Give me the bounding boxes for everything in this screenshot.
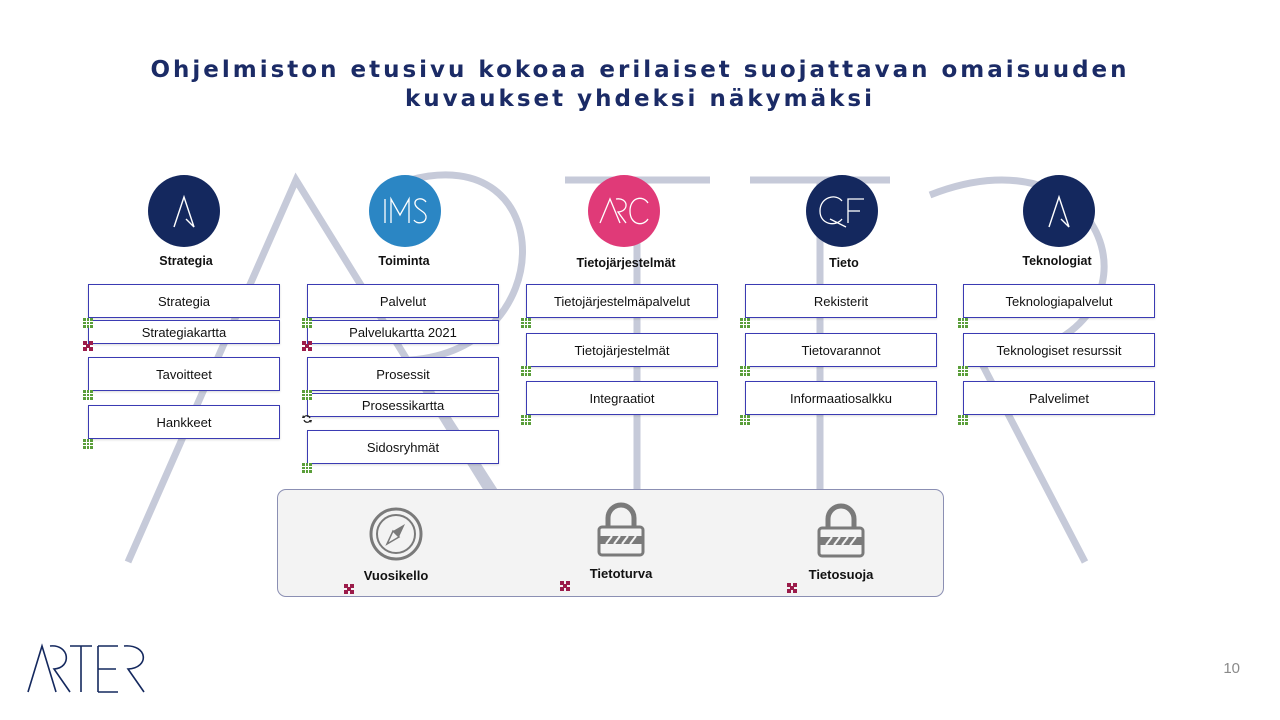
vuosikello-label: Vuosikello [363,568,429,583]
grid-icon[interactable] [83,390,93,400]
card-rekisterit[interactable]: Rekisterit [745,284,937,318]
sync-icon[interactable] [302,414,312,424]
arter-logo [27,643,145,693]
title-line-2: kuvaukset yhdeksi näkymäksi [405,86,875,112]
card-teknologiapalvelut[interactable]: Teknologiapalvelut [963,284,1155,318]
tietoturva-item[interactable]: Tietoturva [578,502,664,581]
grid-icon[interactable] [740,318,750,328]
title-line-1: Ohjelmiston etusivu kokoaa erilaiset suo… [150,57,1130,83]
card-tavoitteet[interactable]: Tavoitteet [88,357,280,391]
card-palvelimet[interactable]: Palvelimet [963,381,1155,415]
a-logo-icon[interactable] [148,175,220,247]
column-title-toiminta: Toiminta [378,254,430,268]
qf-logo-icon[interactable] [806,175,878,247]
arc-logo-icon[interactable] [588,175,660,247]
grid-icon[interactable] [958,318,968,328]
grid-icon[interactable] [521,318,531,328]
map-icon[interactable] [787,583,797,593]
grid-icon[interactable] [521,415,531,425]
card-prosessit[interactable]: Prosessit [307,357,499,391]
card-integraatiot[interactable]: Integraatiot [526,381,718,415]
lock-icon [817,503,865,558]
page-title: Ohjelmiston etusivu kokoaa erilaiset suo… [0,56,1280,114]
map-icon[interactable] [560,581,570,591]
grid-icon[interactable] [302,318,312,328]
grid-icon[interactable] [83,318,93,328]
map-icon[interactable] [83,341,93,351]
card-informaatiosalkku[interactable]: Informaatiosalkku [745,381,937,415]
lock-icon [597,502,645,557]
map-icon[interactable] [302,341,312,351]
card-strategiakartta[interactable]: Strategiakartta [88,320,280,344]
grid-icon[interactable] [521,366,531,376]
grid-icon[interactable] [740,366,750,376]
grid-icon[interactable] [83,439,93,449]
vuosikello-item[interactable]: Vuosikello [360,506,432,583]
grid-icon[interactable] [302,463,312,473]
compass-icon [369,507,423,561]
card-tietojarjestelmat[interactable]: Tietojärjestelmät [526,333,718,367]
card-tietojarjestelmapalvelut[interactable]: Tietojärjestelmäpalvelut [526,284,718,318]
card-tietovarannot[interactable]: Tietovarannot [745,333,937,367]
column-title-strategia: Strategia [159,254,213,268]
grid-icon[interactable] [740,415,750,425]
card-palvelut[interactable]: Palvelut [307,284,499,318]
map-icon[interactable] [344,584,354,594]
card-hankkeet[interactable]: Hankkeet [88,405,280,439]
card-sidosryhmat[interactable]: Sidosryhmät [307,430,499,464]
grid-icon[interactable] [958,415,968,425]
column-title-teknologiat: Teknologiat [1022,254,1092,268]
card-strategia[interactable]: Strategia [88,284,280,318]
tietoturva-label: Tietoturva [589,566,653,581]
page-number: 10 [1223,660,1240,677]
ims-logo-icon[interactable] [369,175,441,247]
grid-icon[interactable] [302,390,312,400]
column-title-tietojarjestelmat: Tietojärjestelmät [576,256,676,270]
card-teknologiset-resurssit[interactable]: Teknologiset resurssit [963,333,1155,367]
bottom-panel: Vuosikello Tietoturva Tietosuoja [277,489,944,597]
a-logo-icon[interactable] [1023,175,1095,247]
card-prosessikartta[interactable]: Prosessikartta [307,393,499,417]
tietosuoja-label: Tietosuoja [808,567,874,582]
column-title-tieto: Tieto [829,256,859,270]
card-palvelukartta[interactable]: Palvelukartta 2021 [307,320,499,344]
grid-icon[interactable] [958,366,968,376]
tietosuoja-item[interactable]: Tietosuoja [798,503,884,582]
